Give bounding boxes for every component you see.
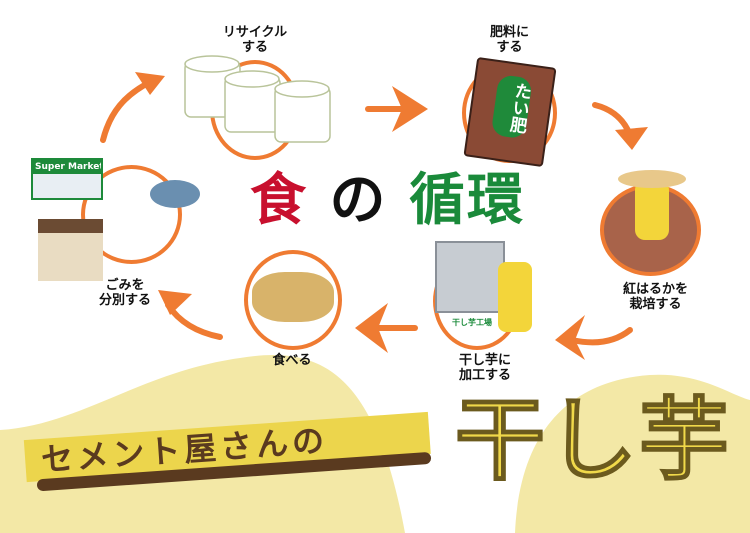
label-cultivate: 紅はるかを 栽培する [622,282,688,312]
page-title: 食 の 循環 [250,168,525,234]
hoshiimo-plate [252,272,334,322]
arrowhead [392,86,428,132]
arrow-eat-to-sort [165,302,223,340]
arrowhead [615,127,648,150]
dryer-cabinet [435,241,505,313]
arrowhead [555,315,585,360]
mascot-chef [498,262,532,332]
bag-label: たい肥 [490,74,533,140]
food-ring [244,250,342,350]
label-recycle: リサイクル する [222,25,288,55]
label-process: 干し芋に 加工する [458,353,511,383]
yellow-hill-right [515,374,750,533]
house-illustration [38,219,103,281]
title-food: 食 [250,168,308,233]
arrow-sort-to-recycle [100,79,153,143]
label-fertilizer: 肥料に する [489,25,529,55]
title-no: の [329,168,388,233]
product-name: 干し芋 [454,388,731,493]
arrowhead [158,290,192,315]
label-eat: 食べる [272,353,312,368]
straw-hat [618,170,686,188]
title-cycle: 循環 [409,168,525,233]
label-sort: ごみを 分別する [98,278,151,308]
recycle-bins-illustration [184,55,331,143]
factory-sign: 干し芋工場 [452,318,492,327]
mascot-farmer [635,180,669,240]
arrow-farm-to-factory [569,327,633,346]
supermarket-illustration: Super Market [31,158,103,200]
arrowhead [135,72,165,95]
fertilizer-bag: たい肥 [463,56,557,168]
arrowhead [355,303,388,353]
sort-ring [81,165,182,264]
fish-bone-icon [150,180,200,208]
supermarket-sign: Super Market [33,160,101,174]
